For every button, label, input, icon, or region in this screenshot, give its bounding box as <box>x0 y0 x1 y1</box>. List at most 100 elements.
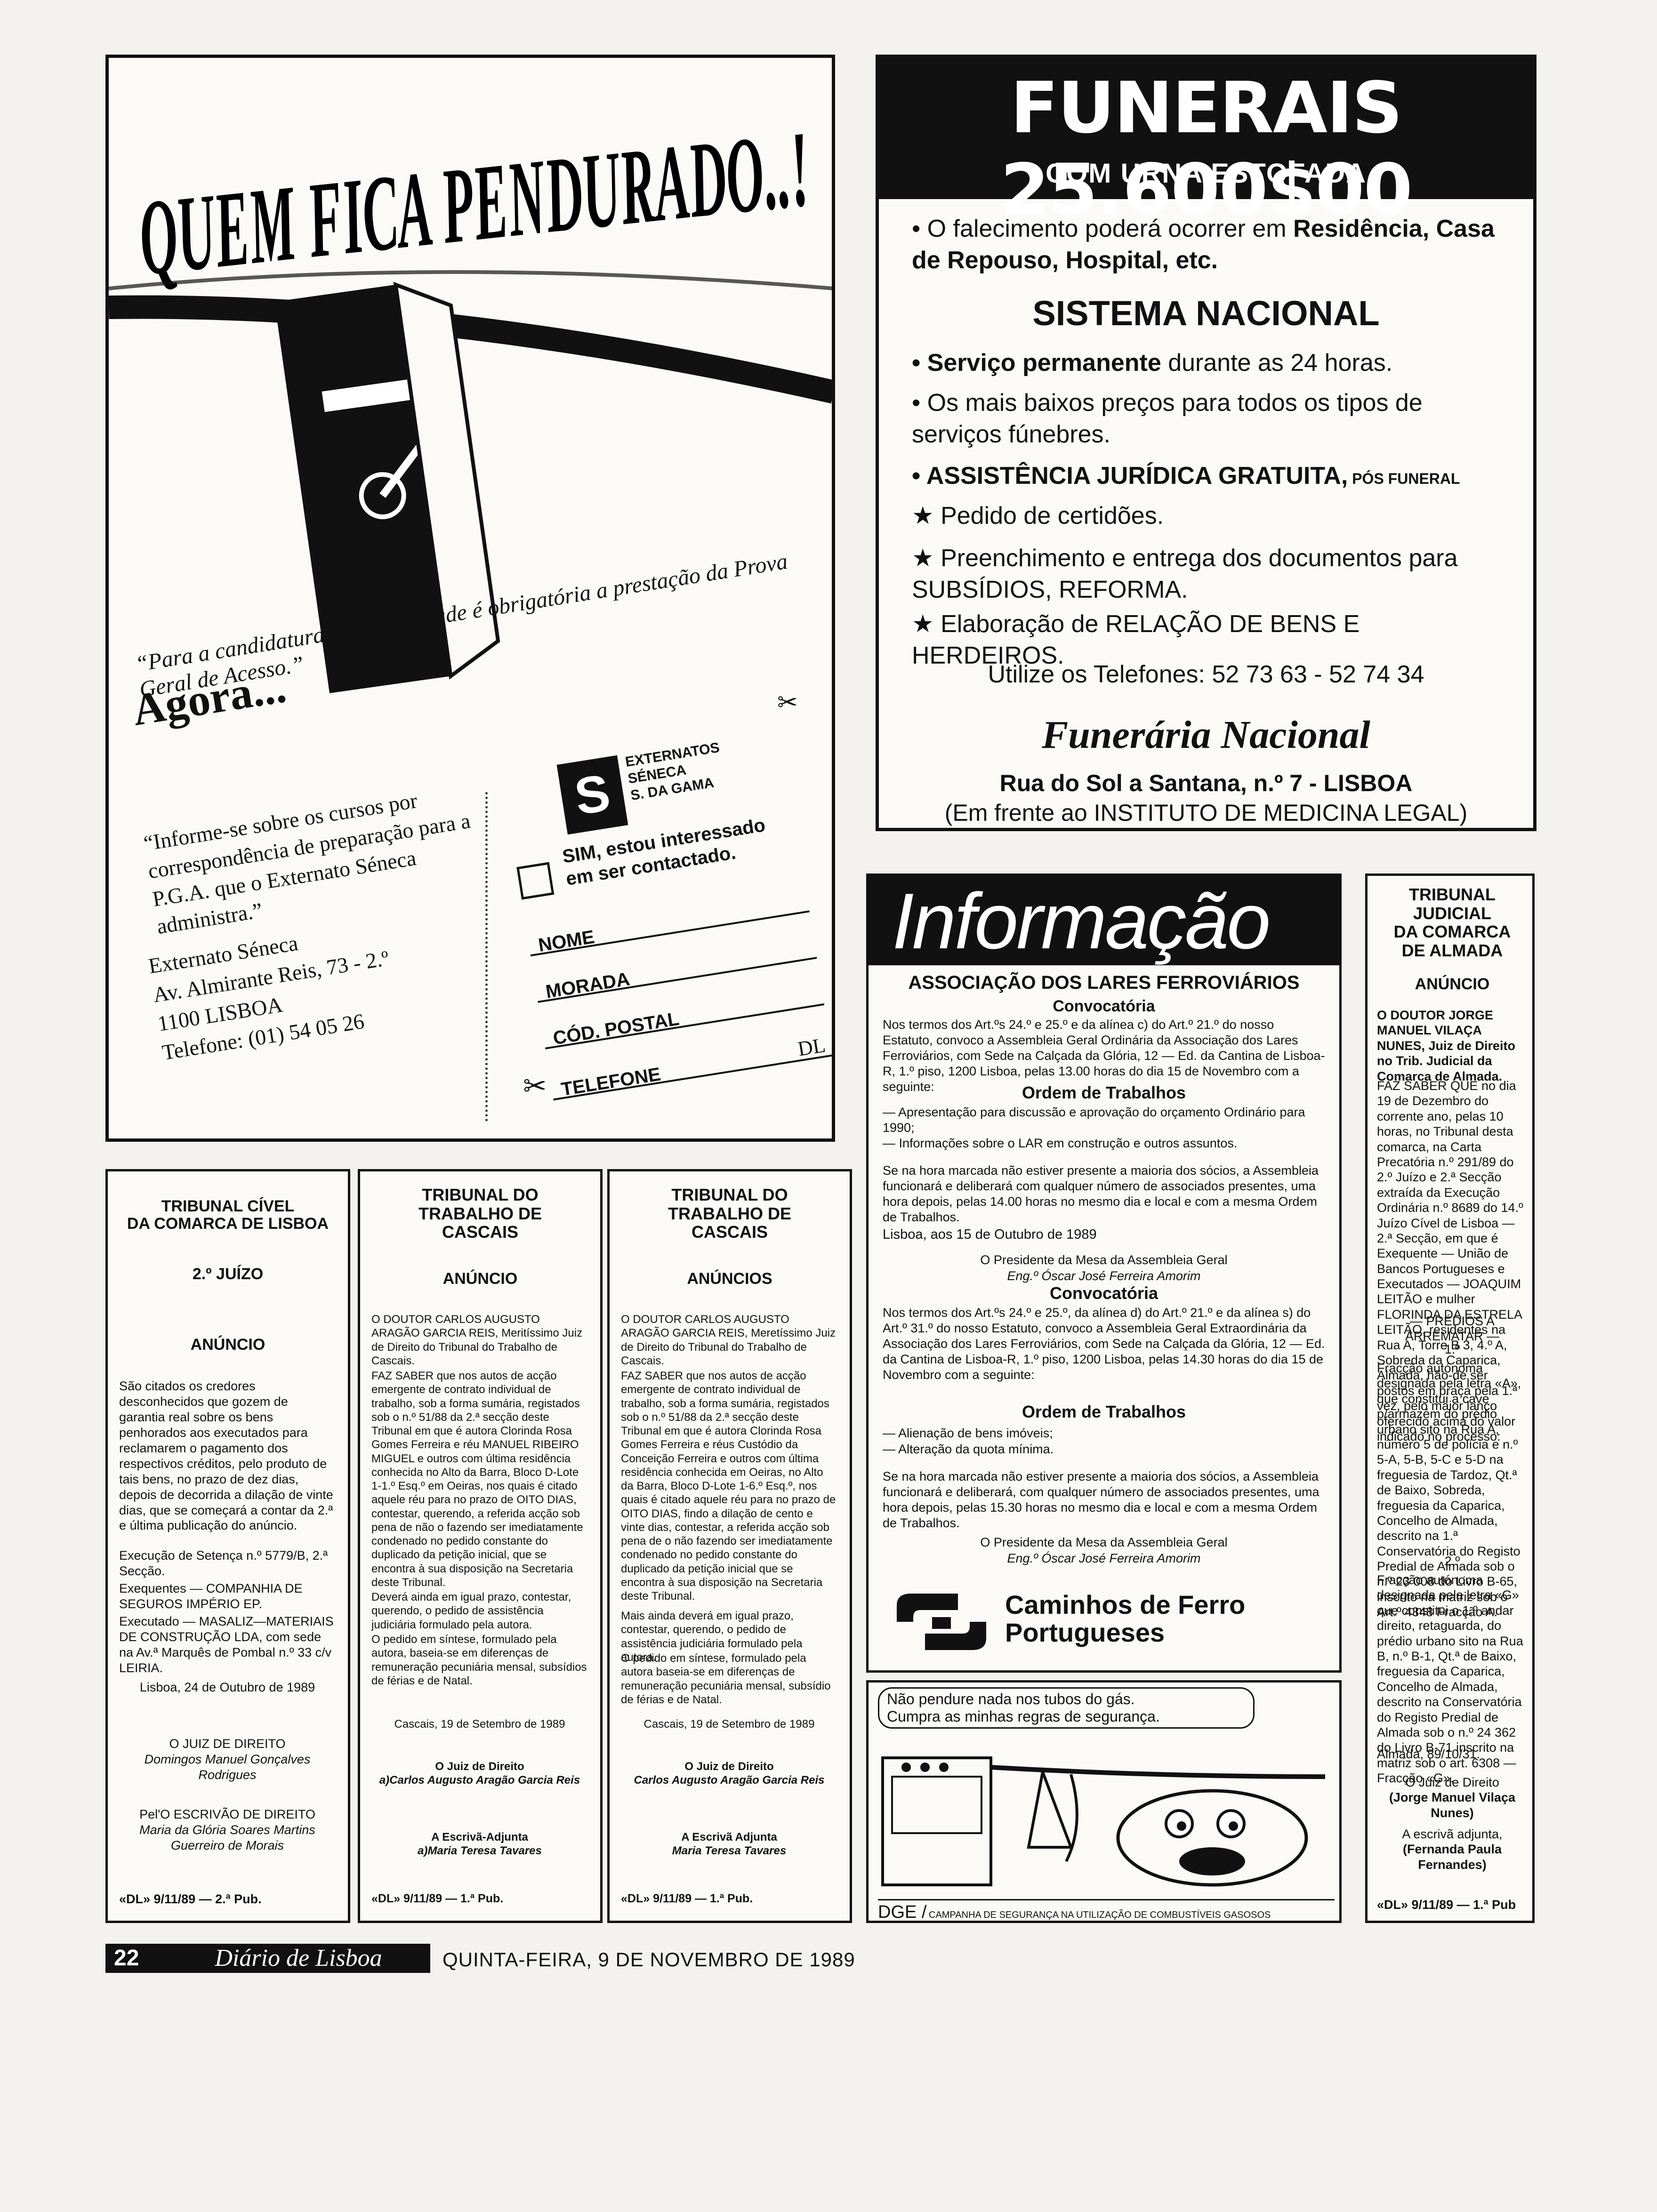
ordem-trabalhos-2: Ordem de Trabalhos <box>1022 1402 1186 1421</box>
almada-p1: O DOUTOR JORGE MANUEL VILAÇA NUNES, Juiz… <box>1377 1008 1516 1083</box>
funeraria-name: Funerária Nacional <box>1042 713 1370 757</box>
page-number: 22 <box>105 1944 167 1973</box>
civel-juizo: 2.º JUÍZO <box>192 1265 264 1283</box>
engenheiro-2: Eng.º Óscar José Ferreira Amorim <box>1007 1551 1201 1565</box>
informacao-section: Informação ASSOCIAÇÃO DOS LARES FERROVIÁ… <box>866 874 1342 1673</box>
trabalho1-date: Cascais, 19 de Setembro de 1989 <box>394 1718 565 1731</box>
almada-anuncio: ANÚNCIO <box>1415 975 1490 993</box>
dge-label: DGE / <box>878 1902 927 1922</box>
pga-advertisement: QUEM FICA PENDURADO..! “Para a candidatu… <box>105 55 835 1142</box>
civel-p3: Exequentes — COMPANHIA DE SEGUROS IMPÉRI… <box>119 1581 303 1611</box>
almada-p2: FAZ SABER QUE no dia 19 de Dezembro do c… <box>1377 1079 1523 1443</box>
issue-date: QUINTA-FEIRA, 9 DE NOVEMBRO DE 1989 <box>442 1948 855 1971</box>
trabalho2-p2: FAZ SABER que nos autos de acção emergen… <box>621 1370 836 1603</box>
cp-name: Caminhos de Ferro Portugueses <box>1005 1590 1246 1647</box>
cp-logo-icon <box>897 1594 986 1650</box>
almada-n1: 1.º <box>1444 1342 1460 1356</box>
convocatoria-1: Convocatória <box>1053 997 1155 1015</box>
trabalho2-pub: «DL» 9/11/89 — 1.ª Pub. <box>621 1892 753 1905</box>
trabalho1-p4: O pedido em síntese, formulado pela auto… <box>371 1633 587 1687</box>
informacao-header: Informação <box>869 876 1339 965</box>
funerais-advertisement: FUNERAIS 25.600$00 COM URNA ESTOFADA • O… <box>876 55 1536 831</box>
ordem-1-item: — Apresentação para discussão e aprovaçã… <box>883 1105 1305 1135</box>
presidente-1: O Presidente da Mesa da Assembleia Geral <box>980 1253 1228 1267</box>
civel-p1: São citados os credores desconhecidos qu… <box>119 1379 333 1533</box>
almada-n2: 2.º <box>1444 1554 1460 1568</box>
pga-headline-art: QUEM FICA PENDURADO..! <box>134 108 816 298</box>
gas-cartoon <box>881 1756 1326 1887</box>
funerais-title: FUNERAIS 25.600$00 <box>1000 67 1413 231</box>
funerais-telefones: Utilize os Telefones: 52 73 63 - 52 74 3… <box>988 661 1424 688</box>
trabalho2-date: Cascais, 19 de Setembro de 1989 <box>643 1718 815 1731</box>
convocatoria-2-text: Nos termos dos Art.ºs 24.º e 25.º, da al… <box>883 1306 1325 1382</box>
convocatoria-2: Convocatória <box>1049 1283 1158 1303</box>
convocatoria-2-note: Se na hora marcada não estiver presente … <box>883 1469 1319 1530</box>
trabalho2-anuncio: ANÚNCIOS <box>687 1270 772 1288</box>
convocatoria-1-date: Lisboa, aos 15 de Outubro de 1989 <box>883 1227 1097 1242</box>
funerais-bullet: ★ Elaboração de RELAÇÃO DE BENS E HERDEI… <box>912 610 1360 669</box>
funerais-bullet: ★ Preenchimento e entrega dos documentos… <box>912 545 1458 603</box>
civel-p2: Execução de Setença n.º 5779/B, 2.ª Secç… <box>119 1548 328 1578</box>
funerais-header: FUNERAIS 25.600$00 COM URNA ESTOFADA <box>879 58 1533 231</box>
gas-safety-ad: Não pendure nada nos tubos do gás. Cumpr… <box>866 1680 1342 1923</box>
trabalho1-pub: «DL» 9/11/89 — 1.ª Pub. <box>371 1892 504 1905</box>
funerais-bullet: • ASSISTÊNCIA JURÍDICA GRATUITA, PÓS FUN… <box>912 462 1460 489</box>
almada-date: Almada, 89/10/31. <box>1377 1747 1480 1761</box>
civel-pub: «DL» 9/11/89 — 2.ª Pub. <box>119 1892 262 1906</box>
funerais-line-1: • O falecimento poderá ocorrer em Residê… <box>912 215 1495 274</box>
civel-date: Lisboa, 24 de Outubro de 1989 <box>139 1680 315 1694</box>
assoc-title: ASSOCIAÇÃO DOS LARES FERROVIÁRIOS <box>908 972 1300 993</box>
trabalho1-p3: Deverá ainda em igual prazo, contestar, … <box>371 1591 571 1631</box>
funerais-address: Rua do Sol a Santana, n.º 7 - LISBOA (Em… <box>944 770 1468 826</box>
convocatoria-1-note: Se na hora marcada não estiver presente … <box>883 1163 1319 1224</box>
dl-mark: DL <box>796 1033 827 1061</box>
trabalho2-p1: O DOUTOR CARLOS AUGUSTO ARAGÃO GARCIA RE… <box>621 1313 836 1367</box>
engenheiro-1: Eng.º Óscar José Ferreira Amorim <box>1007 1269 1201 1283</box>
externato-logo-mark: S <box>556 755 628 835</box>
trabalho1-anuncio: ANÚNCIO <box>442 1270 518 1288</box>
funerais-bullet: • Serviço permanente durante as 24 horas… <box>912 349 1393 377</box>
almada-juiz: O Juiz de Direito (Jorge Manuel Vilaça N… <box>1389 1775 1516 1820</box>
gas-campaign: CAMPANHA DE SEGURANÇA NA UTILIZAÇÃO DE C… <box>928 1910 1271 1920</box>
cut-line <box>485 792 488 1122</box>
ordem-trabalhos-1: Ordem de Trabalhos <box>1022 1083 1186 1102</box>
masthead: Diário de Lisboa <box>167 1944 430 1973</box>
presidente-2: O Presidente da Mesa da Assembleia Geral <box>980 1535 1228 1549</box>
almada-escriva: A escrivã adjunta, (Fernanda Paula Ferna… <box>1402 1827 1503 1872</box>
trabalho2-p3: Mais ainda deverá em igual prazo, contes… <box>621 1610 803 1664</box>
funerais-bullet: ★ Pedido de certidões. <box>912 502 1164 529</box>
funerais-bullet: • Os mais baixos preços para todos os ti… <box>912 389 1423 448</box>
almada-p5: Fracção autónoma designada pela letra «G… <box>1377 1573 1523 1786</box>
almada-p3: — PRÉDIOS A ARREMATAR — <box>1405 1314 1499 1344</box>
funerais-sistema: SISTEMA NACIONAL <box>1032 294 1380 333</box>
funerais-subtitle: COM URNA ESTOFADA <box>1046 158 1367 189</box>
gas-footer: DGE / CAMPANHA DE SEGURANÇA NA UTILIZAÇÃ… <box>878 1899 1335 1923</box>
ordem-2-item: — Alteração da quota mínima. <box>883 1442 1054 1456</box>
pga-reply-form: SIM, estou interessado em ser contactado… <box>514 800 866 1137</box>
ordem-2-item: — Alienação de bens imóveis; <box>883 1426 1053 1440</box>
scissors-icon: ✂ <box>777 689 798 716</box>
trabalho2-p4: O pedido em síntese, formulado pela auto… <box>621 1652 831 1706</box>
civel-p4: Executado — MASALIZ—MATERIAIS DE CONSTRU… <box>119 1614 334 1675</box>
scissors-icon: ✂ <box>523 1070 547 1102</box>
almada-p4: Fracção autónoma designada pela letra «A… <box>1377 1361 1521 1619</box>
clothespeg-illustration <box>109 270 834 693</box>
convocatoria-1-text: Nos termos dos Art.ºs 24.º e 25.º e da a… <box>883 1018 1325 1094</box>
trabalho1-p1: O DOUTOR CARLOS AUGUSTO ARAGÃO GARCIA RE… <box>371 1313 583 1367</box>
civel-anuncio: ANÚNCIO <box>190 1336 265 1354</box>
interest-checkbox[interactable] <box>516 862 555 900</box>
ordem-1-item: — Informações sobre o LAR em construção … <box>883 1136 1238 1150</box>
